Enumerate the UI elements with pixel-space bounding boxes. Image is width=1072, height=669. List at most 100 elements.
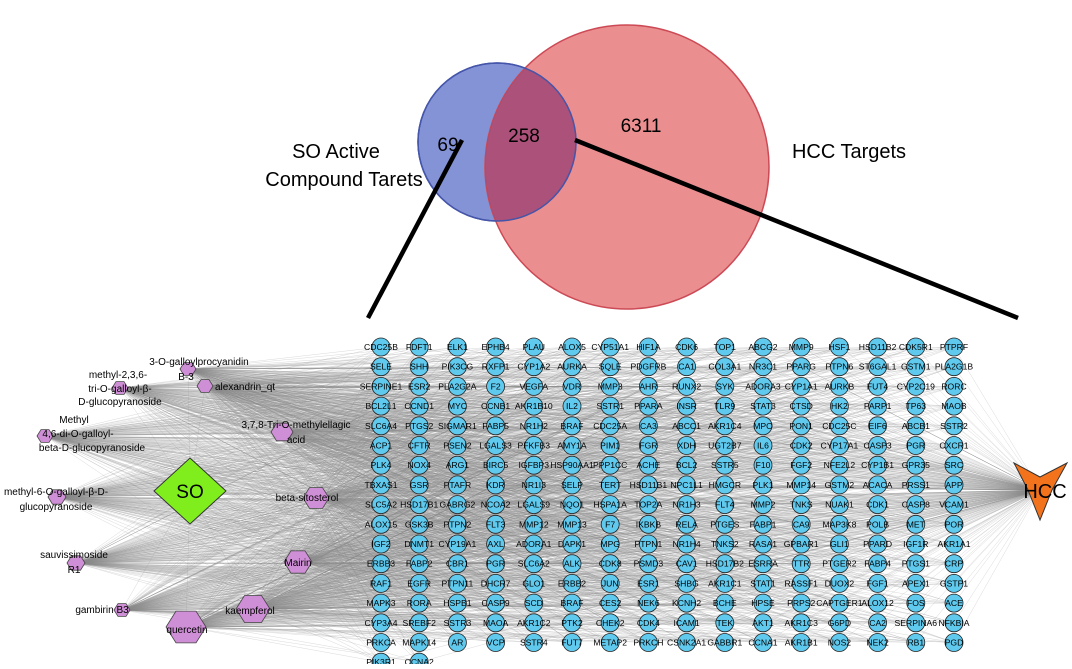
target-node-gstm1[interactable]: GSTM1 [901,358,931,376]
target-node-label: EPHB4 [482,342,510,352]
target-node-por[interactable]: POR [945,515,964,533]
target-node-st6gal1[interactable]: ST6GAL1 [859,358,897,376]
target-node-label: CDC25B [364,342,398,352]
target-node-col3a1[interactable]: COL3A1 [708,358,741,376]
target-node-ephb4[interactable]: EPHB4 [482,338,510,356]
target-node-ca9[interactable]: CA9 [792,515,810,533]
target-node-ar[interactable]: AR [448,634,466,652]
target-node-serpina6[interactable]: SERPINA6 [895,614,938,632]
target-node-tp63[interactable]: TP63 [906,397,927,415]
target-node-icam1[interactable]: ICAM1 [673,614,699,632]
target-node-alk[interactable]: ALK [563,555,581,573]
target-node-label: FABP1 [750,519,777,529]
compound-node-methyl-2-3-6-tri-o-galloyl-d-glucopyranoside[interactable]: methyl-2,3,6-tri-O-galloyl-β-D-glucopyra… [78,370,162,408]
target-node-aurkb[interactable]: AURKB [825,377,855,395]
target-node-label: GSTP1 [940,578,968,588]
target-node-pgd[interactable]: PGD [945,634,964,652]
target-node-gsr[interactable]: GSR [410,476,429,494]
target-node-cxcr1[interactable]: CXCR1 [939,437,968,455]
target-node-ttr[interactable]: TTR [792,555,810,573]
target-node-prps2[interactable]: PRPS2 [787,594,815,612]
target-node-g6pd[interactable]: G6PD [828,614,851,632]
target-node-label: CRP [945,559,963,569]
target-node-pparg[interactable]: PPARG [786,358,816,376]
target-node-cyp1a1[interactable]: CYP1A1 [785,377,818,395]
target-node-ptgs1[interactable]: PTGS1 [902,555,930,573]
target-node-ace[interactable]: ACE [945,594,963,612]
target-node-igf2[interactable]: IGF2 [371,535,390,553]
target-node-xdh[interactable]: XDH [678,437,696,455]
target-node-shh[interactable]: SHH [410,358,428,376]
compound-node-label: 4,6-di-O-galloyl- [42,429,113,440]
target-node-akr1a1[interactable]: AKR1A1 [938,535,971,553]
target-node-label: IGF2 [371,539,390,549]
target-node-gli1[interactable]: GLI1 [830,535,849,553]
target-node-crp[interactable]: CRP [945,555,963,573]
target-node-label: AHR [639,381,657,391]
target-node-label: CXCR1 [939,441,968,451]
target-node-label: ADORA1 [516,539,552,549]
target-node-myc[interactable]: MYC [448,397,467,415]
target-node-jun[interactable]: JUN [601,574,619,592]
target-node-mapk14[interactable]: MAPK14 [402,634,436,652]
target-node-ptprf[interactable]: PTPRF [940,338,968,356]
target-node-rb1[interactable]: RB1 [907,634,925,652]
target-node-abcg2[interactable]: ABCG2 [748,338,777,356]
target-node-label: PGD [945,638,964,648]
compound-node-gambirin-b3[interactable]: gambirin B3 [75,604,130,617]
target-node-gabbr1[interactable]: GABBR1 [707,634,742,652]
target-node-hif1a[interactable]: HIF1A [636,338,661,356]
target-node-kdr[interactable]: KDR [487,476,505,494]
target-node-ppard[interactable]: PPARD [863,535,892,553]
target-node-ahr[interactable]: AHR [639,377,657,395]
target-node-pgr[interactable]: PGR [486,555,505,573]
target-node-aurka[interactable]: AURKA [557,358,587,376]
target-node-label: RXFP1 [482,362,510,372]
target-node-il2[interactable]: IL2 [563,397,581,415]
target-node-vcp[interactable]: VCP [487,634,505,652]
target-node-app[interactable]: APP [945,476,963,494]
target-node-vdr[interactable]: VDR [563,377,581,395]
target-node-scd[interactable]: SCD [525,594,543,612]
target-node-nfkbia[interactable]: NFKBIA [938,614,969,632]
target-node-label: NOX4 [407,460,431,470]
target-node-elk1[interactable]: ELK1 [447,338,468,356]
target-node-ca2[interactable]: CA2 [869,614,887,632]
target-node-label: HPSE [751,598,775,608]
target-node-map3k8[interactable]: MAP3K8 [822,515,856,533]
target-node-label: SLC6A4 [365,421,397,431]
target-node-tek[interactable]: TEK [716,614,734,632]
target-node-label: SSTR3 [444,618,472,628]
target-node-syk[interactable]: SYK [716,377,734,395]
target-node-label: PLA2G2A [438,381,476,391]
target-node-f7[interactable]: F7 [601,515,619,533]
target-node-pla2g1b[interactable]: PLA2G1B [935,358,973,376]
target-node-axl[interactable]: AXL [487,535,505,553]
target-node-eif6[interactable]: EIF6 [869,417,887,435]
target-node-maob[interactable]: MAOB [941,397,967,415]
compound-node-label: 3-O-galloylprocyanidin [149,357,249,368]
target-node-label: VCAM1 [939,500,969,510]
target-node-stat3[interactable]: STAT3 [750,397,776,415]
target-node-hk2[interactable]: HK2 [830,397,848,415]
target-node-src[interactable]: SRC [945,456,963,474]
target-node-fos[interactable]: FOS [907,594,925,612]
target-node-gstm2[interactable]: GSTM2 [825,476,855,494]
target-node-alox5[interactable]: ALOX5 [558,338,586,356]
target-node-ca3[interactable]: CA3 [639,417,657,435]
target-node-ptpn6[interactable]: PTPN6 [826,358,854,376]
target-node-fgr[interactable]: FGR [639,437,657,455]
target-node-label: AKR1C3 [784,618,818,628]
target-node-label: PTK2 [561,618,583,628]
target-node-pgr[interactable]: PGR [906,437,925,455]
target-node-il6[interactable]: IL6 [754,437,772,455]
target-node-f2[interactable]: F2 [487,377,505,395]
target-node-ca1[interactable]: CA1 [678,358,696,376]
compound-node-alexandrin-qt[interactable]: alexandrin_qt [197,380,275,393]
target-node-fut4[interactable]: FUT4 [867,377,889,395]
target-node-rorc[interactable]: RORC [941,377,966,395]
target-node-label: INSR [676,401,697,411]
target-node-f10[interactable]: F10 [754,456,772,474]
target-node-duox2[interactable]: DUOX2 [825,574,855,592]
target-node-ccna1[interactable]: CCNA1 [748,634,777,652]
